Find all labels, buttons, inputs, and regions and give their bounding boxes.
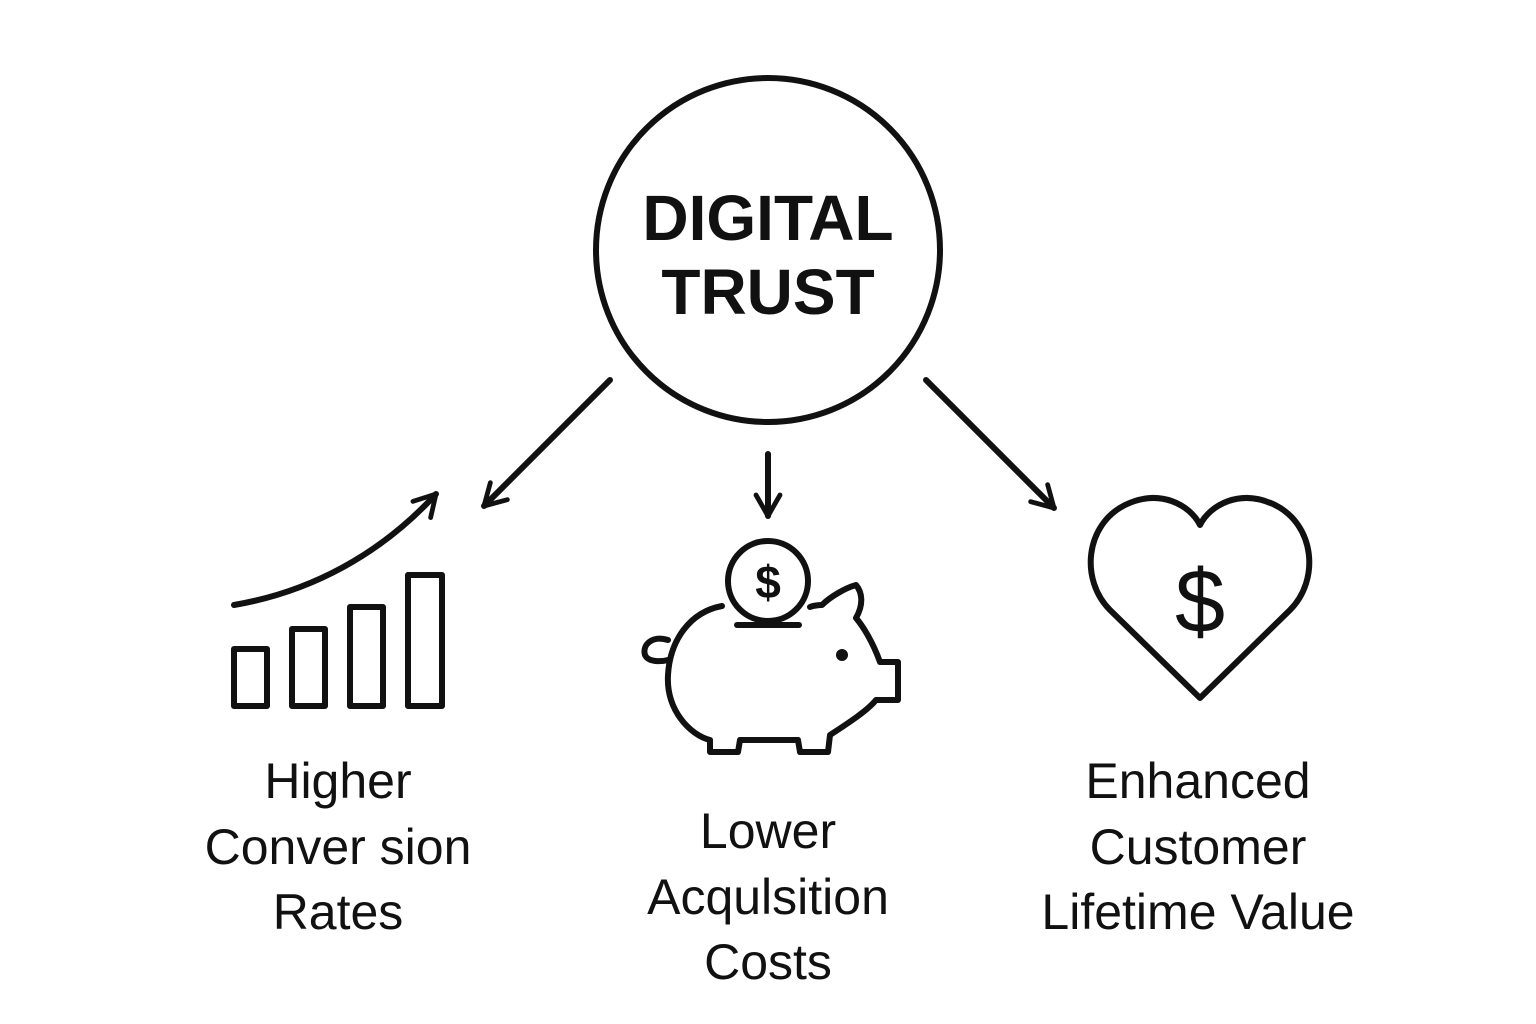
bar-chart-growth-icon (231, 491, 445, 709)
label-line: Conver sion (205, 819, 472, 875)
coin-icon (725, 538, 811, 624)
label-line: Lifetime Value (1041, 884, 1354, 940)
piggy-bank-coin-icon: $ (641, 538, 901, 755)
label-line: Costs (704, 934, 832, 990)
pig-eye (836, 649, 848, 661)
label-acquisition: Lower Acqulsition Costs (647, 803, 889, 990)
heart-dollar-sign: $ (1175, 552, 1225, 652)
label-line: Acqulsition (647, 869, 889, 925)
label-line: Rates (273, 884, 404, 940)
center-title-line1: DIGITAL (642, 182, 893, 254)
label-line: Enhanced (1085, 753, 1310, 809)
center-circle (593, 75, 943, 425)
coin-dollar-sign: $ (755, 556, 781, 608)
label-lifetime-value: Enhanced Customer Lifetime Value (1041, 753, 1354, 940)
center-title-line2: TRUST (661, 256, 874, 328)
arrow-to-conversion (481, 377, 613, 509)
label-line: Lower (700, 803, 836, 859)
heart-dollar-icon: $ (1087, 495, 1313, 701)
label-conversion: Higher Conver sion Rates (205, 753, 472, 940)
center-node: DIGITAL TRUST (593, 75, 943, 425)
arrow-to-lifetime-value (923, 377, 1057, 511)
label-line: Higher (264, 753, 411, 809)
label-line: Customer (1090, 819, 1307, 875)
